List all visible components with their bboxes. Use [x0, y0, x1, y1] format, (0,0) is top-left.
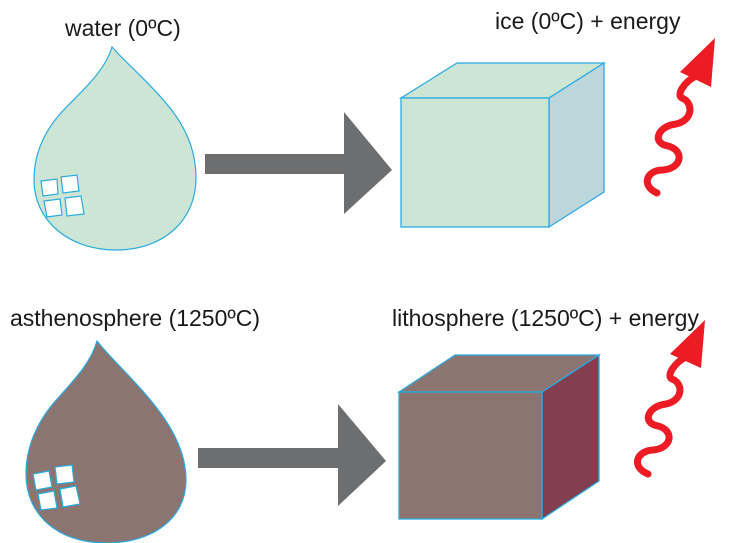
wavy-arrow-head	[670, 320, 705, 368]
cube-front	[400, 97, 550, 228]
magma-drop-icon	[25, 339, 187, 543]
label-lithosphere-energy: lithosphere (1250ºC) + energy	[392, 305, 699, 331]
cube-icon	[398, 61, 607, 229]
process-arrow	[198, 404, 386, 506]
label-ice-energy: ice (0ºC) + energy	[495, 8, 681, 34]
cube-icon	[396, 353, 602, 521]
row-water: water (0ºC) ice (0ºC) + energy	[33, 8, 715, 251]
crystal-square	[40, 178, 59, 197]
wavy-arrow-icon	[634, 320, 705, 478]
crystal-square	[59, 485, 81, 508]
crystal-square	[54, 464, 75, 485]
cube-front	[398, 391, 543, 520]
wavy-arrow-icon	[643, 38, 715, 197]
crystal-square	[43, 198, 63, 218]
row-asthenosphere: asthenosphere (1250ºC) lithosphere (1250…	[10, 305, 705, 543]
crystal-square	[64, 195, 85, 217]
process-arrow	[205, 112, 392, 214]
wavy-arrow-head	[680, 38, 715, 87]
wavy-arrow-shaft	[634, 353, 690, 478]
crystal-square	[60, 174, 80, 194]
wavy-arrow-shaft	[643, 72, 700, 197]
label-water: water (0ºC)	[64, 15, 181, 41]
crystal-square	[32, 470, 53, 491]
crystal-cluster	[32, 464, 81, 511]
label-asthenosphere: asthenosphere (1250ºC)	[10, 305, 260, 331]
water-drop-icon	[33, 45, 197, 251]
crystal-square	[37, 490, 58, 511]
crystal-cluster	[40, 174, 85, 218]
